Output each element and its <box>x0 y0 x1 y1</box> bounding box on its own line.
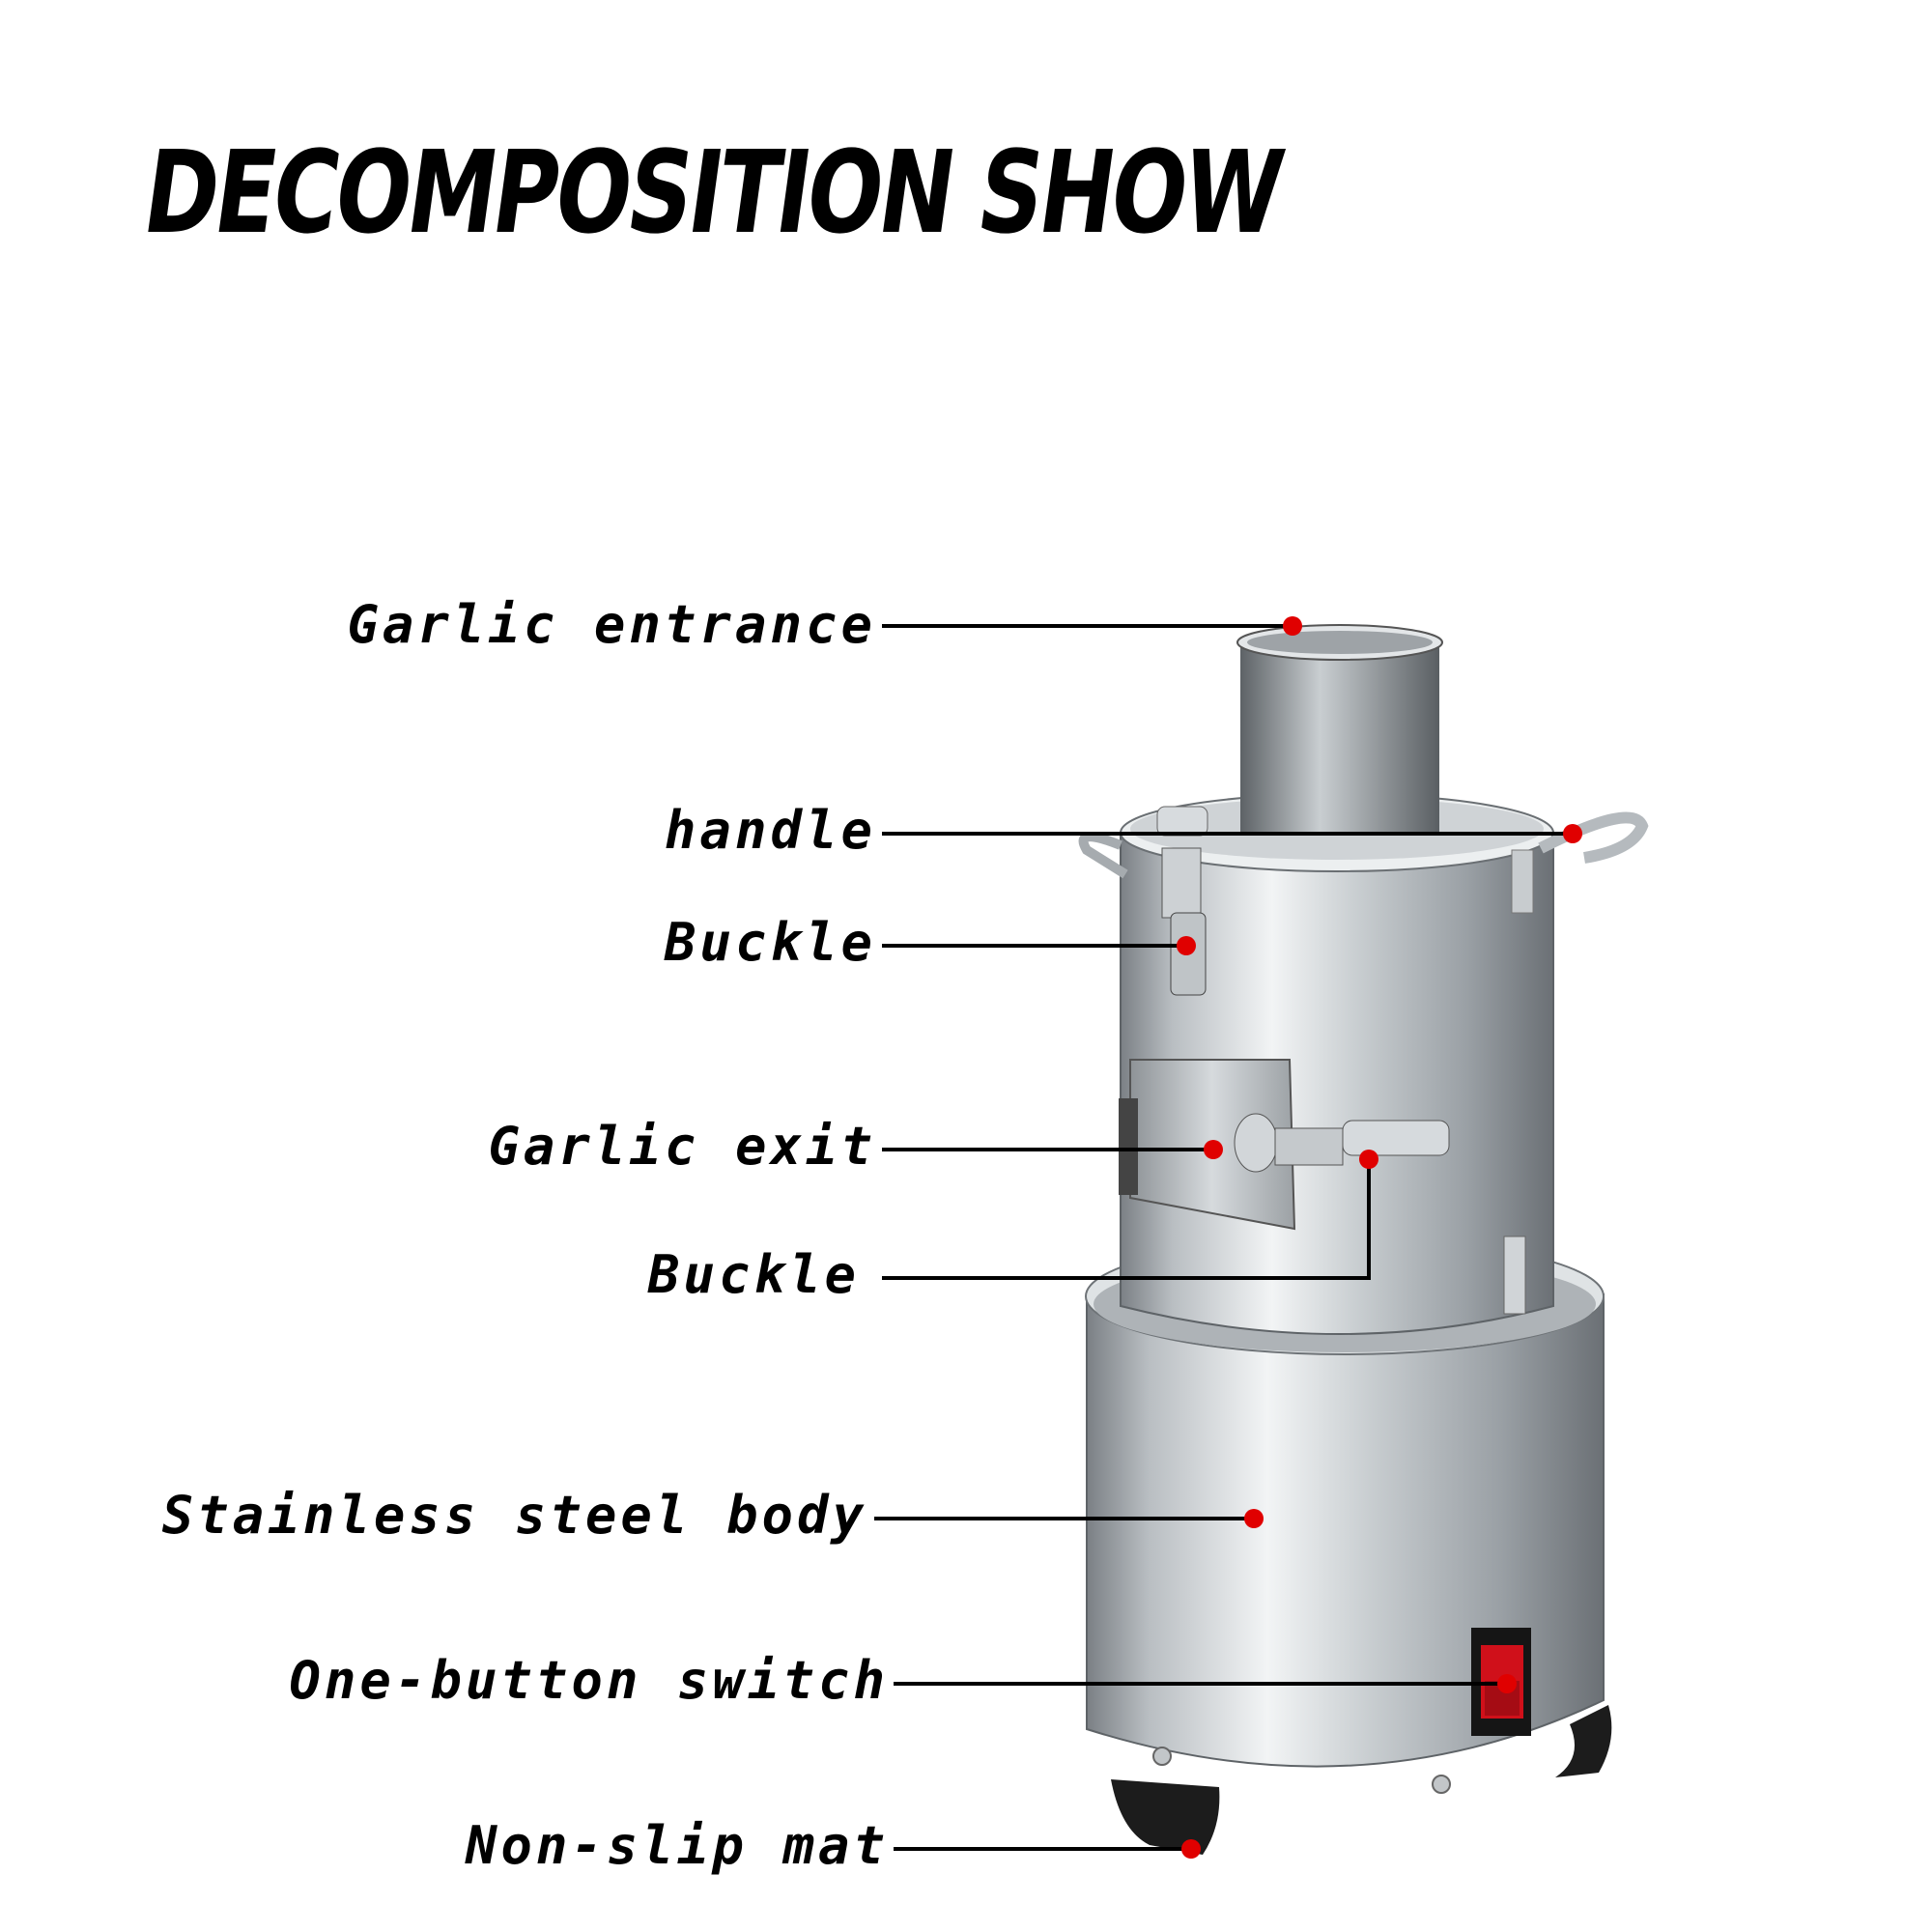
label-stainless-steel-body: Stainless steel body <box>161 1485 867 1546</box>
label-one-button-switch: One-button switch <box>289 1650 889 1711</box>
handles <box>1078 811 1649 914</box>
garlic-entrance-tube <box>1236 624 1443 835</box>
label-handle: handle <box>664 800 876 861</box>
marker-non-slip-mat <box>1181 1839 1201 1859</box>
markers <box>1177 616 1582 1859</box>
marker-buckle-top <box>1177 936 1196 955</box>
non-slip-mat-feet <box>1111 1705 1612 1855</box>
label-non-slip-mat: Non-slip mat <box>465 1815 889 1876</box>
marker-buckle-mid <box>1359 1150 1378 1169</box>
side-clip <box>1503 1236 1526 1315</box>
marker-garlic-exit <box>1204 1140 1223 1159</box>
label-buckle-mid: Buckle <box>647 1244 860 1305</box>
marker-one-button-switch <box>1497 1674 1517 1693</box>
marker-handle <box>1563 824 1582 843</box>
leader-buckle-mid <box>882 1159 1371 1280</box>
label-garlic-exit: Garlic exit <box>488 1116 876 1177</box>
marker-garlic-entrance <box>1283 616 1302 636</box>
leader-lines <box>874 624 1573 1851</box>
label-garlic-entrance: Garlic entrance <box>347 594 876 655</box>
marker-stainless-steel-body <box>1244 1509 1264 1528</box>
label-buckle-top: Buckle <box>664 912 876 973</box>
mid-buckle <box>1234 1113 1450 1173</box>
